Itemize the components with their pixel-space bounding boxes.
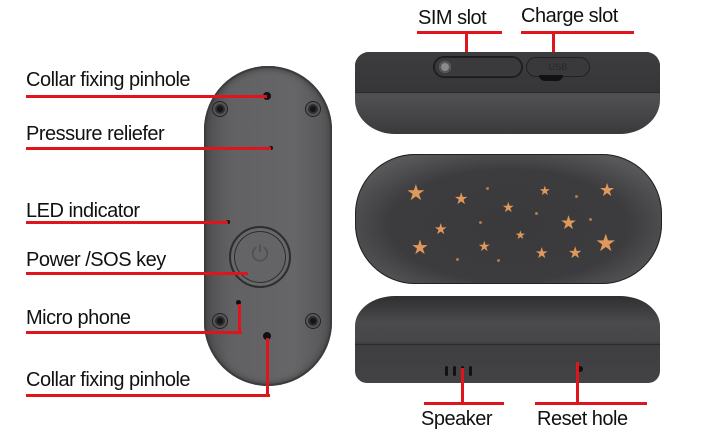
callout-line	[26, 221, 228, 224]
star-dot	[456, 258, 459, 261]
sim-eject-icon	[439, 61, 451, 73]
reset-hole[interactable]	[577, 366, 583, 372]
label-power-sos-key: Power /SOS key	[26, 249, 166, 271]
label-led-indicator: LED indicator	[26, 200, 140, 222]
callout-line	[26, 95, 267, 98]
power-sos-button[interactable]: ⏻	[229, 226, 291, 288]
callout-line	[461, 368, 464, 404]
side-bottom-seam	[355, 344, 660, 345]
star-dot	[479, 221, 482, 224]
device-front-face: ★ ★ ★ ★ ★ ★ ★ ★ ★ ★ ★ ★ ★	[355, 154, 662, 284]
star-dot	[589, 218, 592, 221]
charge-slot-notch	[539, 75, 563, 81]
callout-line	[424, 402, 504, 405]
callout-line	[26, 147, 271, 150]
star-icon: ★	[539, 183, 551, 198]
star-dot	[535, 212, 538, 215]
star-icon: ★	[411, 237, 429, 259]
callout-line	[417, 31, 502, 34]
pressure-reliefer-hole	[269, 146, 273, 150]
star-icon: ★	[535, 245, 549, 262]
callout-line	[26, 272, 248, 275]
star-icon: ★	[599, 180, 616, 200]
sim-slot-cover[interactable]	[434, 57, 522, 77]
label-charge-slot: Charge slot	[521, 5, 618, 27]
star-icon: ★	[454, 191, 469, 208]
star-dot	[575, 195, 578, 198]
callout-line	[521, 31, 634, 34]
usb-text: USB	[548, 62, 568, 72]
callout-line	[26, 331, 242, 334]
star-icon: ★	[406, 180, 426, 205]
star-icon: ★	[434, 221, 448, 238]
callout-line	[238, 304, 241, 334]
label-sim-slot: SIM slot	[418, 7, 487, 29]
star-icon: ★	[478, 238, 491, 254]
callout-line	[576, 362, 579, 404]
callout-line	[266, 338, 269, 397]
device-top-side-view: USB	[355, 52, 660, 134]
collar-pinhole-top	[263, 92, 271, 100]
collar-pinhole-bottom	[263, 332, 271, 340]
star-dot	[486, 187, 489, 190]
callout-line	[535, 402, 647, 405]
star-icon: ★	[595, 230, 617, 257]
screw-icon	[306, 314, 320, 328]
power-icon: ⏻	[251, 241, 269, 266]
star-icon: ★	[502, 199, 515, 215]
screw-icon	[306, 102, 320, 116]
star-icon: ★	[560, 213, 578, 234]
screw-icon	[213, 102, 227, 116]
screw-icon	[213, 314, 227, 328]
callout-line	[26, 394, 270, 397]
star-dot	[497, 259, 500, 262]
device-bottom-side-view	[355, 296, 660, 383]
star-icon: ★	[568, 245, 583, 262]
label-reset-hole: Reset hole	[537, 408, 628, 430]
speaker-slot	[445, 366, 448, 376]
led-indicator-hole	[226, 220, 230, 224]
callout-line	[552, 31, 555, 68]
speaker-slot	[469, 366, 472, 376]
speaker-slot	[453, 366, 456, 376]
label-speaker: Speaker	[421, 408, 493, 430]
label-pressure-reliefer: Pressure reliefer	[26, 123, 165, 145]
star-icon: ★	[515, 228, 526, 242]
charge-slot-cover[interactable]: USB	[526, 57, 590, 77]
label-collar-fixing-pinhole-bottom: Collar fixing pinhole	[26, 369, 191, 391]
microphone-hole	[236, 300, 241, 305]
label-collar-fixing-pinhole-top: Collar fixing pinhole	[26, 69, 191, 91]
label-micro-phone: Micro phone	[26, 307, 131, 329]
callout-line	[465, 31, 468, 69]
